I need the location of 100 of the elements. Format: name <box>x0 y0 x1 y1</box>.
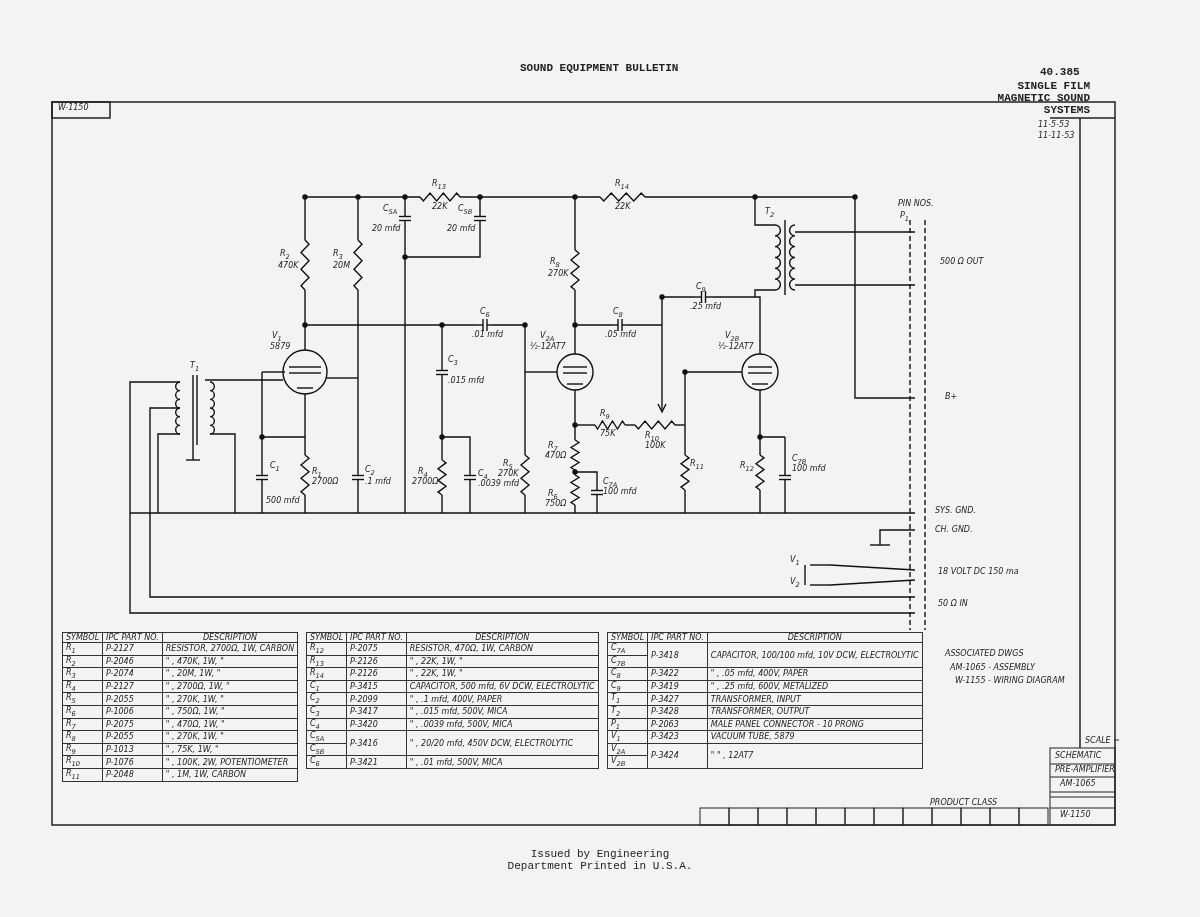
signal-label: 50 Ω IN <box>938 600 968 609</box>
part-number: P-2075 <box>346 642 407 656</box>
component-label: T$_{2}$ <box>765 208 775 219</box>
component-value: .0039 mfd <box>478 480 520 489</box>
component-value: .25 mfd <box>690 303 721 312</box>
part-number: P-2127 <box>102 642 163 656</box>
product-class-label: PRODUCT CLASS <box>930 799 998 808</box>
component-label: V$_{1}$ <box>790 556 800 567</box>
part-description: " , 100K, 2W, POTENTIOMETER <box>162 755 298 769</box>
bulletin-heading: SOUND EQUIPMENT BULLETIN <box>520 62 679 74</box>
part-number: P-1013 <box>102 743 163 756</box>
part-symbol: R$_{8}$ <box>62 730 103 744</box>
drawing-number: W-1150 <box>58 104 89 113</box>
component-label: C$_{5B}$ <box>458 205 473 216</box>
component-value: 20 mfd <box>447 225 476 234</box>
component-value: 500 mfd <box>266 497 300 506</box>
part-description: " , .25 mfd, 600V, METALIZED <box>707 680 923 693</box>
revision-date: 11-11-53 <box>1038 132 1075 141</box>
component-label: R$_{12}$ <box>740 462 755 473</box>
part-number: P-2055 <box>102 730 163 744</box>
component-label: C$_{5A}$ <box>383 205 398 216</box>
part-symbol: V$_{1}$ <box>607 730 648 744</box>
component-value: 75K <box>600 430 616 439</box>
component-value: .05 mfd <box>605 331 636 340</box>
part-number: P-3419 <box>647 680 708 693</box>
part-symbol: C$_{5B}$ <box>306 743 347 756</box>
part-symbol: C$_{7A}$ <box>607 642 648 656</box>
issue-note: Issued by Engineering Department Printed in U.S.A. <box>506 848 694 872</box>
part-symbol: C$_{5A}$ <box>306 730 347 744</box>
component-label: R$_{3}$ <box>333 250 343 261</box>
component-value: .1 mfd <box>365 478 391 487</box>
part-number: P-3415 <box>346 680 407 693</box>
component-label: V$_{2}$ <box>790 578 800 589</box>
part-symbol: R$_{13}$ <box>306 655 347 668</box>
part-description: CAPACITOR, 100/100 mfd, 10V DCW, ELECTROLYTIC <box>707 642 923 668</box>
component-value: 20 mfd <box>372 225 401 234</box>
component-value: 2700Ω <box>312 478 339 487</box>
part-number: P-2048 <box>102 768 163 782</box>
column-header: DESCRIPTION <box>707 632 923 643</box>
part-symbol: C$_{2}$ <box>306 692 347 706</box>
drawing-title: AM-1065 <box>1060 780 1096 789</box>
signal-label: B+ <box>945 393 958 402</box>
part-description: " , 22K, 1W, " <box>406 655 599 668</box>
component-value: 100 mfd <box>792 465 826 474</box>
signal-label: 18 VOLT DC 150 ma <box>938 568 1019 577</box>
part-number: P-2075 <box>102 718 163 731</box>
part-description: MALE PANEL CONNECTOR - 10 PRONG <box>707 718 923 731</box>
component-label: C$_{2}$ <box>365 466 375 477</box>
component-label: R$_{14}$ <box>615 180 630 191</box>
drawing-title: PRE-AMPLIFIER <box>1055 766 1115 775</box>
component-value: 2700Ω <box>412 478 439 487</box>
component-label: R$_{13}$ <box>432 180 447 191</box>
part-description: " , .0039 mfd, 500V, MICA <box>406 718 599 731</box>
part-symbol: C$_{1}$ <box>306 680 347 693</box>
part-description: " , 470Ω, 1W, " <box>162 718 298 731</box>
column-header: SYMBOL <box>62 632 103 643</box>
part-number: P-3422 <box>647 667 708 681</box>
part-symbol: R$_{9}$ <box>62 743 103 756</box>
component-value: .015 mfd <box>448 377 485 386</box>
component-label: V$_{2A}$ <box>540 332 555 343</box>
scale-note: SCALE ~ <box>1085 737 1120 746</box>
part-number: P-3428 <box>647 705 708 719</box>
component-value: 5879 <box>270 343 291 352</box>
part-number: P-1006 <box>102 705 163 719</box>
part-symbol: R$_{14}$ <box>306 667 347 681</box>
note-heading: ASSOCIATED DWGS <box>945 650 1024 659</box>
part-symbol: R$_{3}$ <box>62 667 103 681</box>
part-description: TRANSFORMER, INPUT <box>707 692 923 706</box>
component-value: 270K <box>498 470 519 479</box>
part-symbol: R$_{4}$ <box>62 680 103 693</box>
component-label: C$_{3}$ <box>448 356 458 367</box>
part-symbol: V$_{2B}$ <box>607 755 648 769</box>
part-description: " , 270K, 1W, " <box>162 692 298 706</box>
component-label: P$_{1}$ <box>900 212 910 223</box>
part-symbol: T$_{2}$ <box>607 705 648 719</box>
bulletin-number: 40.385 <box>1040 66 1080 78</box>
part-symbol: R$_{5}$ <box>62 692 103 706</box>
component-label: V$_{1}$ <box>272 332 282 343</box>
component-value: 750Ω <box>545 500 567 509</box>
component-value: 270K <box>548 270 569 279</box>
part-description: RESISTOR, 470Ω, 1W, CARBON <box>406 642 599 656</box>
part-symbol: R$_{7}$ <box>62 718 103 731</box>
part-description: " , .05 mfd, 400V, PAPER <box>707 667 923 681</box>
column-header: DESCRIPTION <box>406 632 599 643</box>
drawing-number: W-1150 <box>1060 811 1091 820</box>
column-header: SYMBOL <box>607 632 648 643</box>
part-description: " , 1M, 1W, CARBON <box>162 768 298 782</box>
component-value: .01 mfd <box>472 331 503 340</box>
component-value: 470K <box>278 262 299 271</box>
part-symbol: R$_{12}$ <box>306 642 347 656</box>
part-symbol: R$_{2}$ <box>62 655 103 668</box>
component-label: C$_{9}$ <box>696 283 706 294</box>
part-number: P-2126 <box>346 655 407 668</box>
column-header: IPC PART NO. <box>647 632 708 643</box>
part-symbol: P$_{1}$ <box>607 718 648 731</box>
part-number: P-2127 <box>102 680 163 693</box>
part-symbol: C$_{9}$ <box>607 680 648 693</box>
component-label: R$_{2}$ <box>280 250 290 261</box>
part-description: " , 470K, 1W, " <box>162 655 298 668</box>
component-label: T$_{1}$ <box>190 362 200 373</box>
